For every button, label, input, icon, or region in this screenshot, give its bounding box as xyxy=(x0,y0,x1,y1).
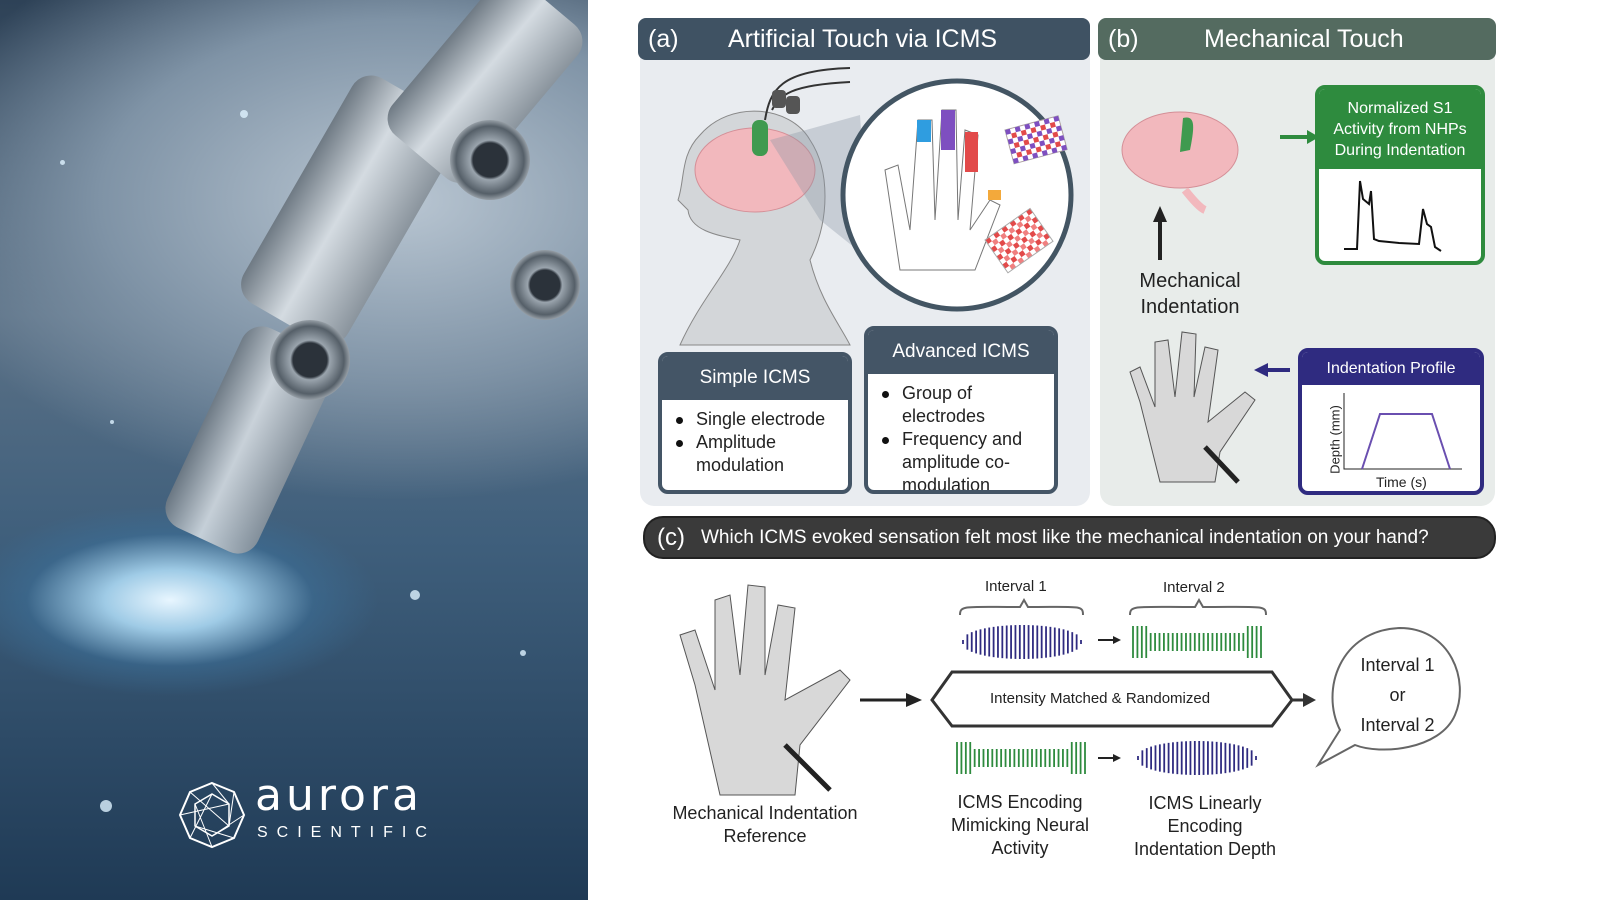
arrow-icon xyxy=(1113,754,1121,762)
waveform-diagram xyxy=(930,597,1316,775)
indentation-profile-plot xyxy=(1343,393,1462,470)
speech-bubble xyxy=(1315,626,1461,768)
head-brain-illustration xyxy=(677,67,1074,346)
hand-indentation-icon xyxy=(1129,331,1290,484)
profile-xlabel: Time (s) xyxy=(1376,474,1427,490)
panel-b-title: Mechanical Touch xyxy=(1204,24,1404,53)
robot-joint xyxy=(450,120,530,200)
brand-sub: SCIENTIFIC xyxy=(257,824,436,841)
panel-a-title: Artificial Touch via ICMS xyxy=(728,24,998,53)
simple-icms-title: Simple ICMS xyxy=(662,356,848,400)
list-item: Single electrode xyxy=(672,408,842,431)
light-particle xyxy=(100,800,112,812)
brain-icon xyxy=(1121,111,1315,260)
interval-2-bracket xyxy=(1129,597,1267,616)
list-item: Amplitude modulation xyxy=(672,431,842,477)
light-particle xyxy=(520,650,526,656)
electrode-grid-1 xyxy=(1004,115,1068,165)
robot-joint xyxy=(510,250,580,320)
s1-activity-trace xyxy=(1344,180,1442,252)
reference-label: Mechanical Indentation Reference xyxy=(672,803,858,846)
bubble-line: or xyxy=(1389,685,1406,705)
brand-name: aurora xyxy=(255,770,423,821)
panel-c-header: (c) Which ICMS evoked sensation felt mos… xyxy=(643,516,1496,559)
mimic-label: ICMS Encoding Mimicking Neural Activity xyxy=(950,792,1090,858)
mechanical-indentation-label: Mechanical Indentation xyxy=(1139,270,1241,318)
list-item: Frequency and amplitude co-modulation xyxy=(878,428,1048,490)
bubble-text: Interval 1 or Interval 2 xyxy=(1340,650,1455,740)
interval-1-bracket xyxy=(959,597,1084,616)
list-item: Group of electrodes xyxy=(878,382,1048,428)
arrow-icon xyxy=(1113,636,1121,644)
light-particle xyxy=(60,160,65,165)
robot-joint xyxy=(270,320,350,400)
electrode-array-icon xyxy=(752,120,768,156)
reference-hand-icon xyxy=(679,584,922,796)
bubble-line: Interval 2 xyxy=(1360,715,1435,735)
panel-c-question: Which ICMS evoked sensation felt most li… xyxy=(701,526,1429,548)
arrow-icon xyxy=(1303,693,1316,707)
indentation-profile-title: Indentation Profile xyxy=(1302,352,1480,385)
s1-activity-box: Normalized S1 Activity from NHPs During … xyxy=(1315,85,1485,265)
aurora-logo-icon xyxy=(178,781,246,849)
hero-photo-robot-finger: aurora SCIENTIFIC xyxy=(0,0,588,900)
panel-b-label: (b) xyxy=(1108,24,1139,53)
s1-activity-title: Normalized S1 Activity from NHPs During … xyxy=(1319,89,1481,169)
panel-a-header: (a) Artificial Touch via ICMS xyxy=(638,18,1090,60)
interval-1-label: Interval 1 xyxy=(985,578,1047,595)
advanced-icms-title: Advanced ICMS xyxy=(868,330,1054,374)
light-particle xyxy=(110,420,114,424)
profile-ylabel: Depth (mm) xyxy=(1327,405,1343,474)
panel-c-label: (c) xyxy=(657,523,685,551)
bubble-line: Interval 1 xyxy=(1360,655,1435,675)
interval-2-label: Interval 2 xyxy=(1163,579,1225,596)
panel-a-label: (a) xyxy=(648,24,679,53)
electrode-grid-2 xyxy=(984,207,1054,274)
light-particle xyxy=(410,590,420,600)
indentation-profile-box: Indentation Profile Depth (mm) Time (s) xyxy=(1298,348,1484,495)
light-particle xyxy=(240,110,248,118)
panel-b-header: (b) Mechanical Touch xyxy=(1098,18,1496,60)
intensity-matched-label: Intensity Matched & Randomized xyxy=(989,690,1211,707)
linear-label: ICMS Linearly Encoding Indentation Depth xyxy=(1133,793,1277,859)
